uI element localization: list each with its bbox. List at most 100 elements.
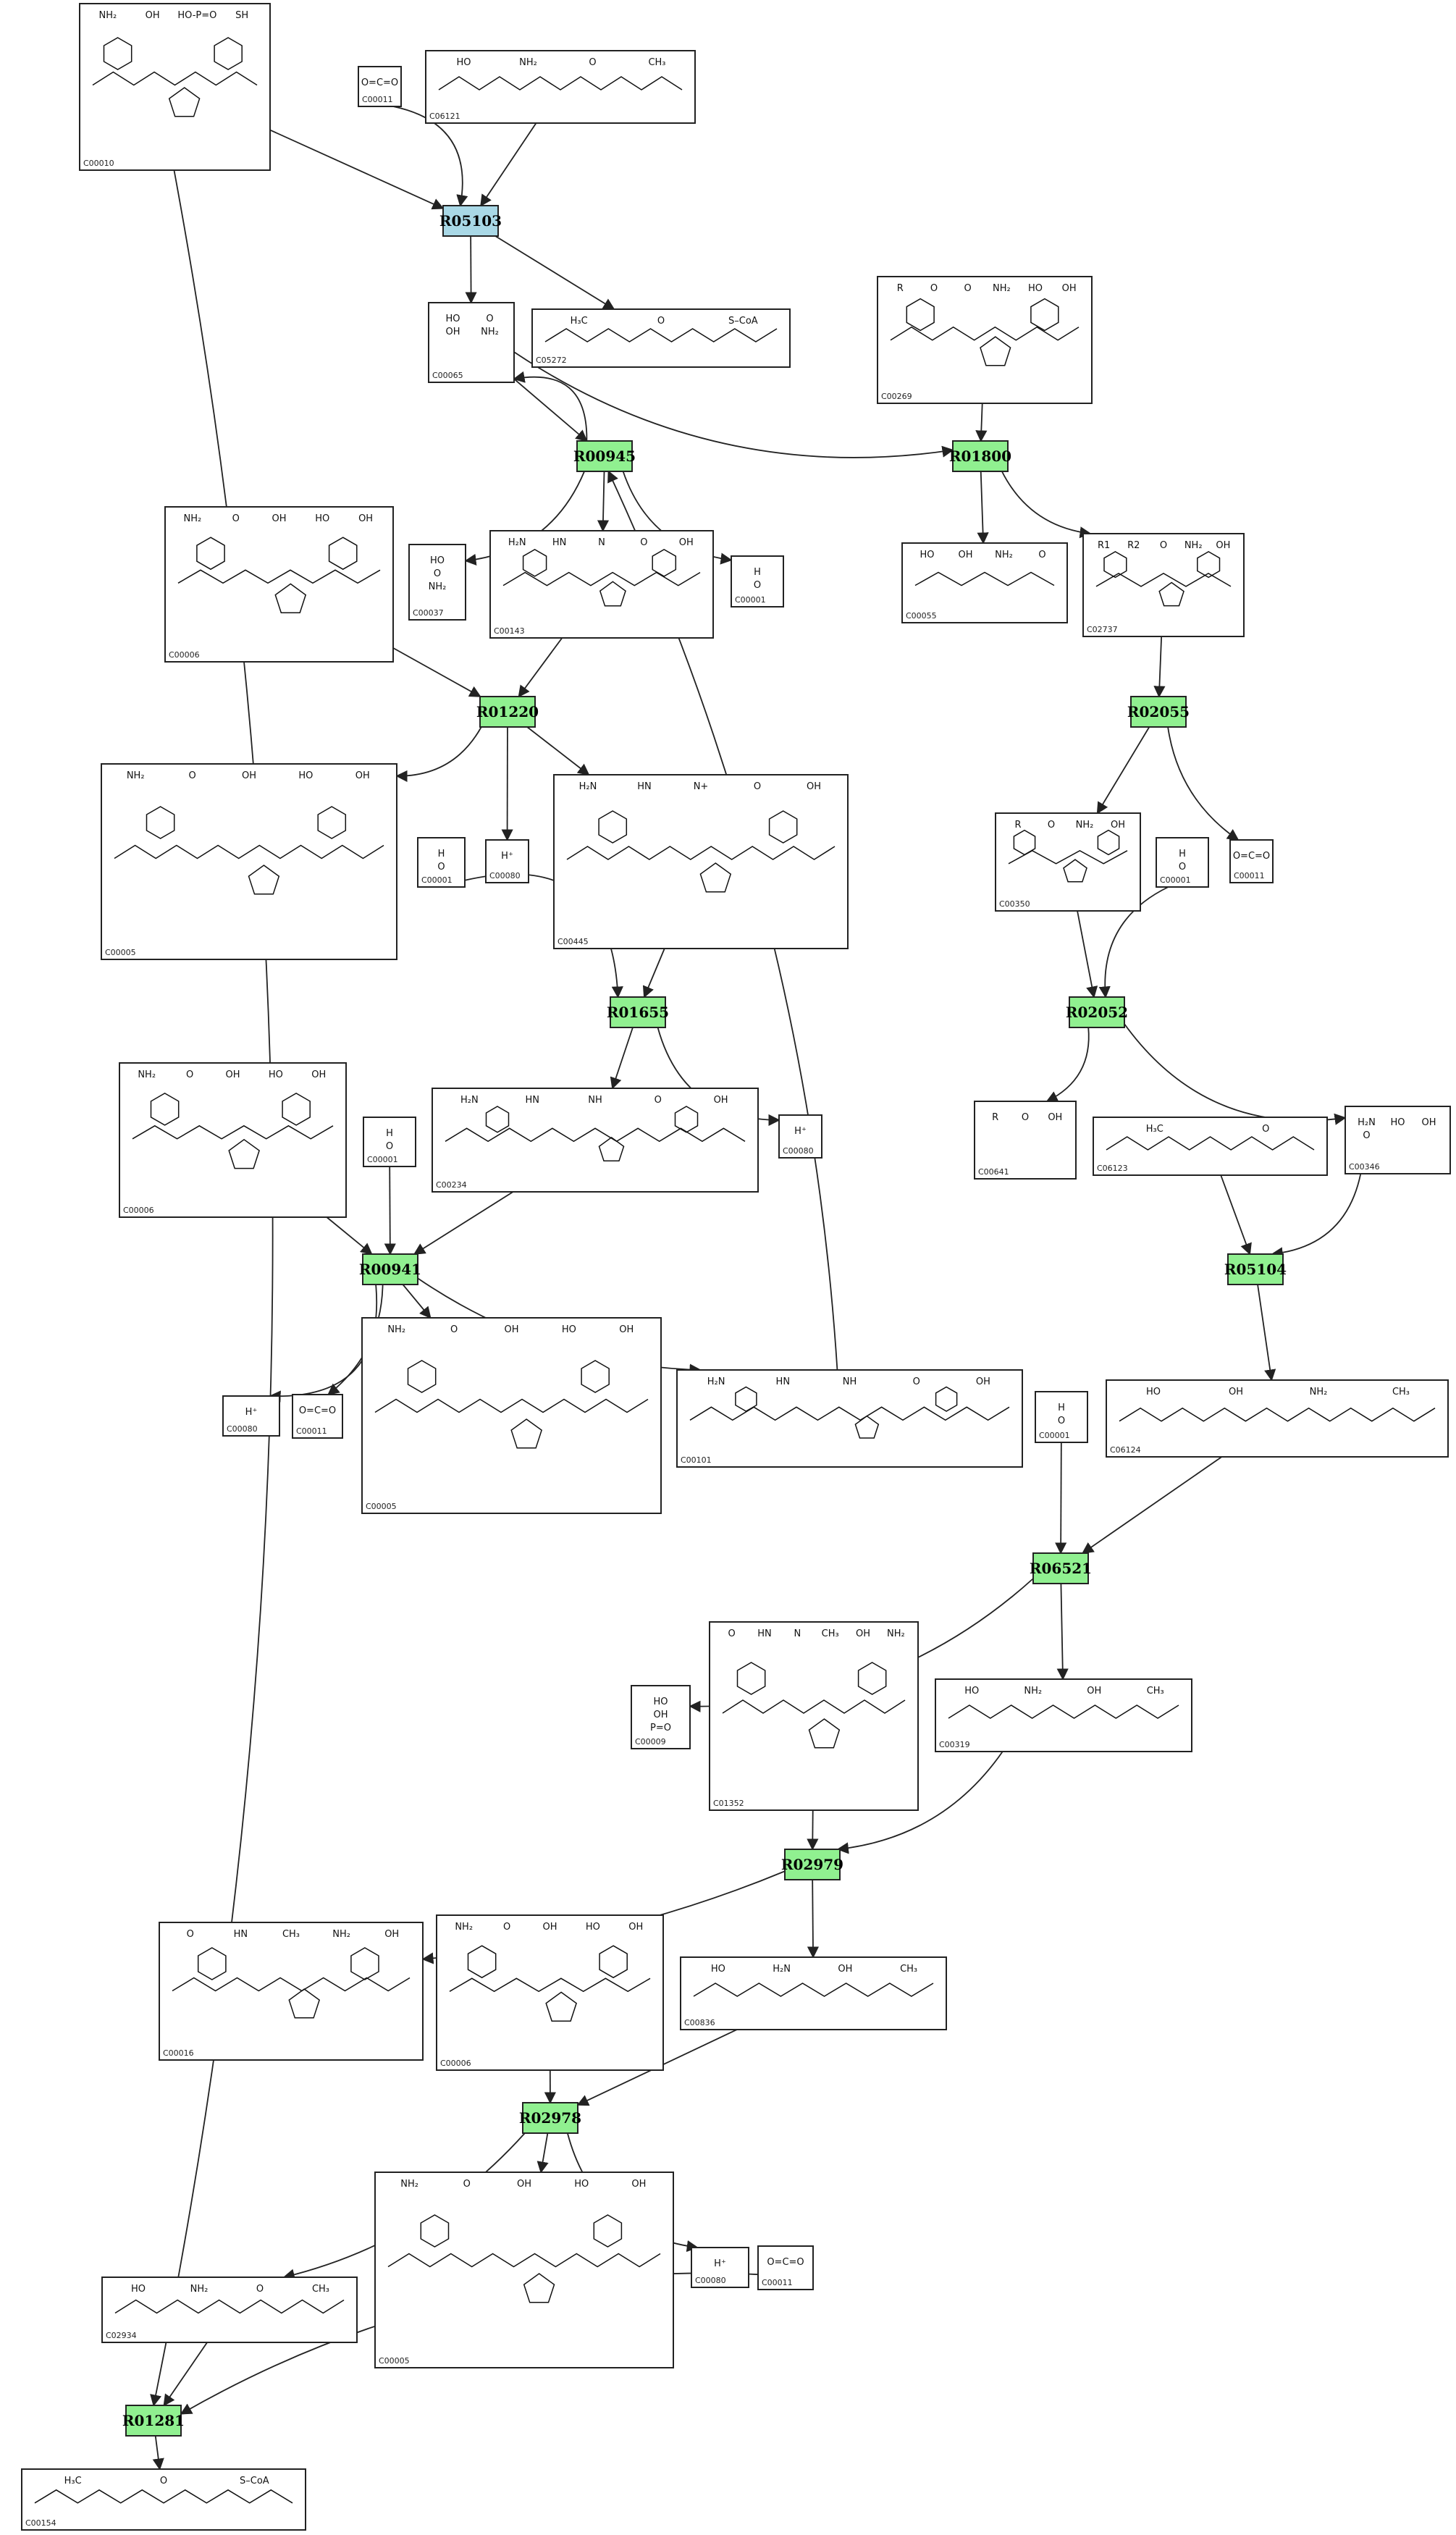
reaction-id-label: R02052 xyxy=(1066,1004,1128,1021)
chem-label: O xyxy=(186,1069,193,1080)
reaction-r02979[interactable]: R02979 xyxy=(781,1849,843,1880)
chem-label: O xyxy=(728,1628,736,1639)
compound-box xyxy=(691,2247,749,2288)
reaction-box[interactable] xyxy=(784,1849,841,1880)
compound-c00080[interactable]: H⁺C00080 xyxy=(691,2247,749,2288)
reaction-r05103[interactable]: R05103 xyxy=(439,205,502,237)
chem-label: OH xyxy=(146,10,160,21)
compound-id-label: C06123 xyxy=(1097,1164,1128,1173)
reaction-box[interactable] xyxy=(1032,1552,1089,1584)
chem-label: HO xyxy=(430,555,445,566)
compound-box xyxy=(101,2277,358,2343)
structure-ring xyxy=(197,1947,227,1980)
compound-id-label: C00445 xyxy=(557,937,589,946)
reaction-box[interactable] xyxy=(362,1253,418,1285)
reaction-box[interactable] xyxy=(576,440,633,472)
reaction-r00945[interactable]: R00945 xyxy=(573,440,636,472)
edge-R01220-to-c00005_a xyxy=(395,726,482,782)
reaction-r01220[interactable]: R01220 xyxy=(476,696,539,728)
compound-id-label: C00269 xyxy=(881,392,912,401)
chem-label: NH₂ xyxy=(455,1922,473,1933)
reaction-box[interactable] xyxy=(1069,996,1125,1028)
reaction-r02978[interactable]: R02978 xyxy=(519,2102,581,2134)
reaction-r06521[interactable]: R06521 xyxy=(1030,1552,1092,1584)
reaction-r02052[interactable]: R02052 xyxy=(1066,996,1128,1028)
chem-label: H⁺ xyxy=(794,1126,807,1137)
edge-c02934-to-R01281 xyxy=(163,2342,208,2407)
reaction-box[interactable] xyxy=(952,440,1009,472)
reaction-r01655[interactable]: R01655 xyxy=(607,996,669,1028)
reaction-r01800[interactable]: R01800 xyxy=(949,440,1011,472)
reaction-box[interactable] xyxy=(522,2102,578,2134)
chem-label: HO xyxy=(920,550,934,560)
compound-c00080[interactable]: H⁺C00080 xyxy=(222,1395,280,1437)
structure-chain xyxy=(114,844,384,859)
compound-c00080[interactable]: H⁺C00080 xyxy=(485,839,529,883)
reaction-r00941[interactable]: R00941 xyxy=(359,1253,421,1285)
reaction-box[interactable] xyxy=(1130,696,1187,728)
chem-label: NH xyxy=(843,1376,857,1387)
edge-c01352-to-R02979 xyxy=(807,1809,819,1851)
reaction-box[interactable] xyxy=(125,2405,182,2437)
chem-label: HO xyxy=(964,1686,979,1697)
structure-chain xyxy=(1095,573,1232,587)
reaction-r01281[interactable]: R01281 xyxy=(122,2405,185,2437)
compound-id-label: C02737 xyxy=(1087,625,1118,634)
reaction-box[interactable] xyxy=(610,996,666,1028)
reaction-box[interactable] xyxy=(442,205,499,237)
chem-label: H⁺ xyxy=(245,1407,258,1418)
edge-c00065-to-R01800 xyxy=(513,351,954,458)
reaction-box[interactable] xyxy=(479,696,536,728)
chem-label: NH₂ xyxy=(1184,540,1203,551)
reaction-r02055[interactable]: R02055 xyxy=(1127,696,1190,728)
structure-ring xyxy=(196,537,225,571)
chem-label: H₂N xyxy=(773,1964,791,1975)
compound-c00080[interactable]: H⁺C00080 xyxy=(778,1114,822,1159)
chem-label: OH xyxy=(1421,1117,1436,1128)
reaction-box[interactable] xyxy=(1227,1253,1284,1285)
structure-ring xyxy=(282,1093,311,1126)
reaction-r05104[interactable]: R05104 xyxy=(1224,1253,1287,1285)
